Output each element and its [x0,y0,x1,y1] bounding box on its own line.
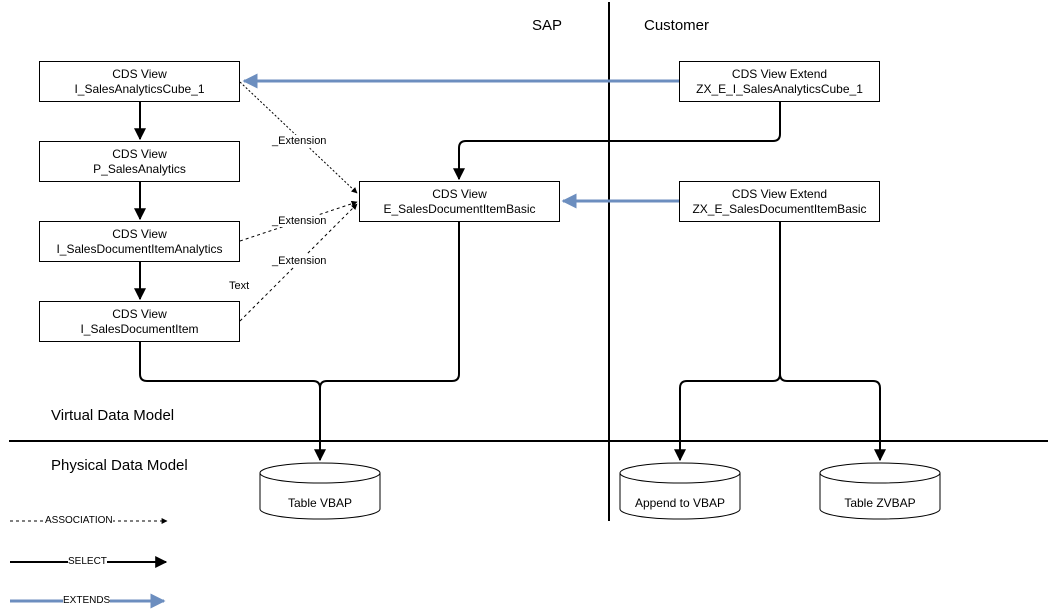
edge-label-extension-1: _Extension [272,135,327,147]
edge-label-extension-2: _Extension [272,215,327,227]
cylinder-zvbap [819,462,941,520]
node-zx-cube[interactable]: CDS View Extend ZX_E_I_SalesAnalyticsCub… [679,61,880,102]
legend-select-label: SELECT [68,556,107,568]
select-ebasic-to-vbap [319,221,460,389]
region-virtual-label: Virtual Data Model [51,407,175,424]
node-zx-basic-name: ZX_E_SalesDocumentItemBasic [692,201,867,216]
select-zxcube-to-ebasic [453,101,781,181]
node-p-sales-name: P_SalesAnalytics [93,161,186,176]
node-zx-cube-name: ZX_E_I_SalesAnalyticsCube_1 [696,81,863,96]
region-sap-label: SAP [532,17,563,34]
region-physical-label: Physical Data Model [51,457,188,474]
edge-label-extension-3: _Extension [272,255,327,267]
node-cube[interactable]: CDS View I_SalesAnalyticsCube_1 [39,61,240,102]
node-cube-title: CDS View [112,66,167,81]
legend-extends-label: EXTENDS [63,595,111,607]
region-customer-label: Customer [644,17,710,34]
edge-label-text: Text [229,280,250,292]
select-item-to-vbap [139,341,326,462]
node-zx-cube-title: CDS View Extend [731,66,828,81]
legend-association-label: ASSOCIATION [45,515,113,527]
node-item-analytics-name: I_SalesDocumentItemAnalytics [56,241,223,256]
table-vbap-label: Table VBAP [287,496,353,510]
node-cube-name: I_SalesAnalyticsCube_1 [74,81,205,96]
cylinder-vbap [259,462,381,520]
node-item-analytics-title: CDS View [112,226,167,241]
node-sales-item-name: I_SalesDocumentItem [80,321,199,336]
node-zx-basic[interactable]: CDS View Extend ZX_E_SalesDocumentItemBa… [679,181,880,222]
table-zvbap-label: Table ZVBAP [844,496,916,510]
table-append-label: Append to VBAP [634,496,726,510]
select-zxbasic-to-append [674,221,781,462]
node-zx-basic-title: CDS View Extend [731,186,828,201]
node-e-basic-title: CDS View [432,186,487,201]
node-p-sales[interactable]: CDS View P_SalesAnalytics [39,141,240,182]
node-e-basic[interactable]: CDS View E_SalesDocumentItemBasic [359,181,560,222]
select-zxbasic-to-zvbap [779,373,886,462]
node-sales-item[interactable]: CDS View I_SalesDocumentItem [39,301,240,342]
node-item-analytics[interactable]: CDS View I_SalesDocumentItemAnalytics [39,221,240,262]
node-sales-item-title: CDS View [112,306,167,321]
node-e-basic-name: E_SalesDocumentItemBasic [383,201,536,216]
node-p-sales-title: CDS View [112,146,167,161]
cylinder-append [619,462,741,520]
